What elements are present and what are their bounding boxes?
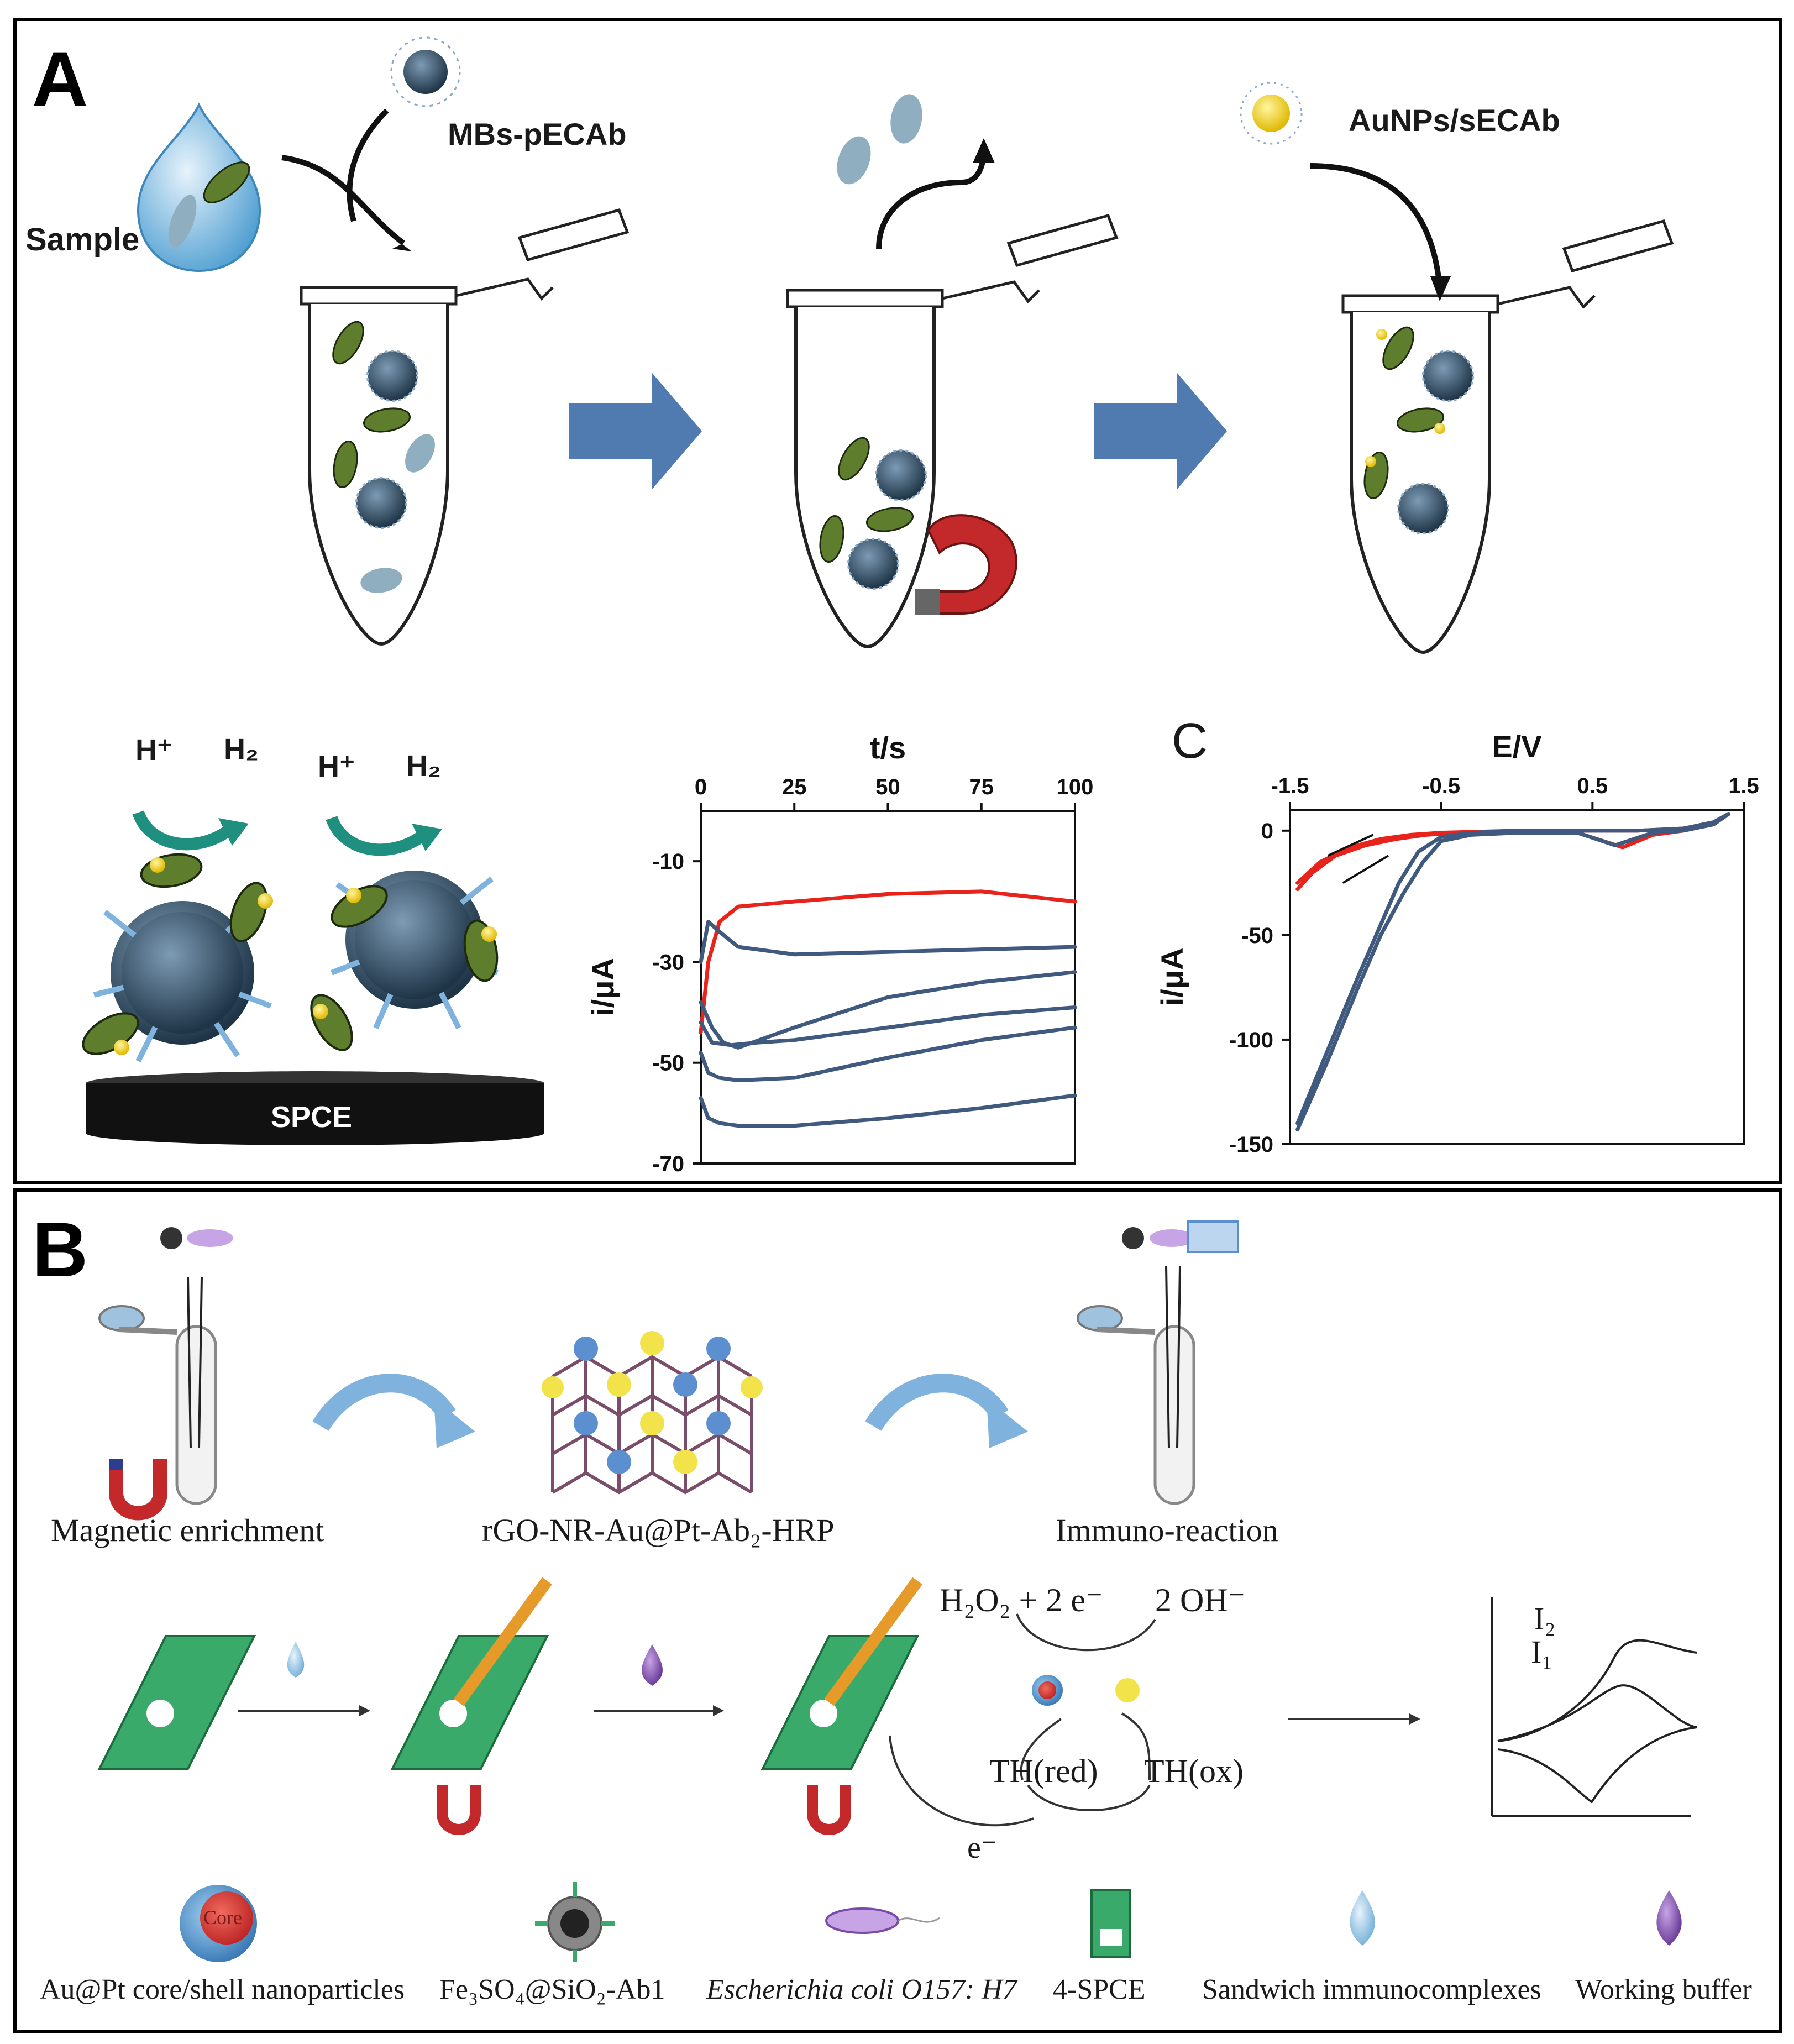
cv-chart: -1.5 -0.5 0.5 1.5 0 -50 -100 -150 E/V i/μA	[1155, 729, 1759, 1157]
panel-b-letter: B	[32, 1206, 88, 1293]
y-tick-label: -30	[652, 950, 684, 974]
h-plus-label-1: H⁺	[135, 733, 173, 767]
step-label-immuno-reaction: Immuno-reaction	[1056, 1512, 1278, 1548]
electron-label: e⁻	[967, 1831, 998, 1865]
legend-label-sandwich: Sandwich immunocomplexes	[1202, 1974, 1541, 2005]
core-label: Core	[203, 1906, 242, 1928]
block-arrow-2	[1094, 373, 1227, 489]
i2-label: I₂	[1534, 1601, 1556, 1637]
series-line-3	[699, 970, 1077, 1050]
series-line-1	[699, 889, 1077, 1035]
panel-a-illustration	[82, 36, 1674, 1145]
series-line-6	[699, 1093, 1077, 1128]
x-tick-label: 0.5	[1577, 774, 1608, 798]
th-ox-label: TH(ox)	[1144, 1753, 1244, 1789]
tube-3	[1341, 219, 1674, 654]
y-tick-label: -50	[1241, 924, 1273, 948]
series-line-4	[1295, 812, 1731, 1125]
mbs-pecab-label: MBs-pECAb	[448, 117, 627, 151]
plot-frame	[1289, 809, 1745, 1145]
scan-direction-arrow-back	[1327, 834, 1374, 857]
x-tick-label: 25	[782, 775, 807, 799]
step-label-magnetic-enrichment: Magnetic enrichment	[51, 1512, 324, 1548]
legend-ecoli-icon	[825, 1907, 940, 1934]
h2o2-label: H₂O₂ + 2 e⁻	[940, 1582, 1103, 1618]
h-plus-label-2: H⁺	[318, 750, 355, 783]
y-axis-label: i/μA	[585, 958, 620, 1016]
i1-label: I₁	[1531, 1634, 1553, 1670]
y-tick-label: -50	[652, 1051, 684, 1076]
panel-a-letter: A	[32, 35, 88, 122]
aunps-secab-label: AuNPs/sECAb	[1349, 103, 1560, 138]
redox-cycle	[889, 1613, 1156, 1827]
series-line-5	[699, 1025, 1077, 1083]
oh-label: 2 OH⁻	[1155, 1582, 1246, 1618]
scan-direction-arrow-forward	[1342, 855, 1389, 884]
step-label-rgo: rGO-NR-Au@Pt-Ab₂-HRP	[482, 1512, 835, 1548]
legend-au-pt-icon	[180, 1885, 257, 1962]
x-tick-label: -1.5	[1271, 774, 1309, 798]
x-tick-label: 100	[1057, 775, 1094, 799]
panel-c-letter: C	[1172, 714, 1208, 769]
sample-droplet	[137, 102, 261, 272]
legend-4spce-icon	[1090, 1889, 1131, 1958]
y-axis-label: i/μA	[1155, 948, 1189, 1007]
amperometry-chart: 0 25 50 75 100 -10 -30 -50 -70 t/s i/μA	[585, 730, 1094, 1176]
sample-label: Sample	[25, 222, 140, 258]
x-tick-label: -0.5	[1422, 774, 1460, 798]
series-line-3	[1295, 812, 1731, 1132]
block-arrow-1	[569, 373, 702, 489]
y-tick-label: -150	[1229, 1133, 1273, 1157]
spce-chip-3	[760, 1577, 922, 1835]
rgo-particles	[542, 1331, 763, 1474]
legend-label-fe3so4: Fe₃SO₄@SiO₂-Ab1	[439, 1974, 665, 2005]
spce-chip-2	[390, 1577, 552, 1835]
y-tick-label: -70	[652, 1152, 684, 1176]
h2-label-1: H₂	[224, 733, 259, 766]
x-tick-label: 50	[875, 775, 900, 799]
x-tick-label: 75	[969, 775, 994, 799]
y-tick-label: -10	[652, 850, 684, 874]
legend-label-ecoli: Escherichia coli O157: H7	[706, 1974, 1017, 2005]
immuno-reaction-tube	[1077, 1220, 1239, 1505]
x-axis-label: t/s	[870, 730, 906, 765]
x-tick-label: 1.5	[1728, 774, 1759, 798]
mini-cv-plot	[1491, 1597, 1697, 1817]
h2-label-2: H₂	[406, 750, 441, 783]
tube-2	[786, 213, 1119, 649]
spce-label: SPCE	[271, 1100, 353, 1134]
series-line-2	[699, 920, 1077, 964]
legend-buffer-icon	[1656, 1890, 1682, 1946]
magnetic-enrichment-tube	[98, 1227, 233, 1521]
x-tick-label: 0	[695, 775, 707, 799]
spce-scene	[82, 810, 544, 1145]
legend-sandwich-icon	[1350, 1890, 1375, 1946]
y-tick-label: -100	[1229, 1028, 1273, 1052]
th-red-label: TH(red)	[989, 1753, 1098, 1789]
aunp-icon	[1240, 82, 1303, 145]
y-tick-label: 0	[1261, 819, 1273, 843]
legend-label-au-pt: Au@Pt core/shell nanoparticles	[40, 1974, 405, 2005]
series-line-4	[699, 1005, 1077, 1047]
spce-chip-1	[97, 1635, 256, 1770]
x-axis-label: E/V	[1492, 729, 1541, 764]
legend-label-buffer: Working buffer	[1575, 1974, 1752, 2005]
tube-1	[300, 208, 630, 646]
legend-fe3so4-icon	[535, 1882, 615, 1962]
legend-label-4spce: 4-SPCE	[1053, 1974, 1146, 2005]
mb-bead-icon	[390, 36, 461, 107]
